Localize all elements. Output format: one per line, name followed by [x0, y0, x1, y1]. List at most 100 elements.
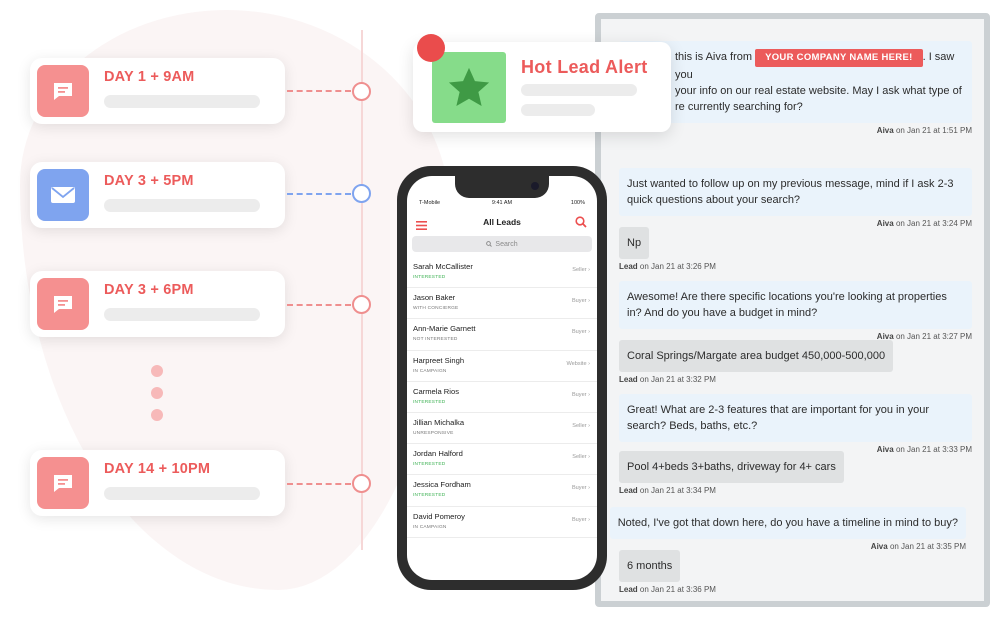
message-meta: Aiva on Jan 21 at 3:24 PM	[876, 219, 972, 228]
chat-message: Noted, I've got that down here, do you h…	[609, 507, 966, 551]
chevron-right-icon: ›	[588, 360, 590, 367]
list-item[interactable]: Jason Baker WITH CONCIERGE Buyer ›	[407, 288, 597, 320]
search-placeholder: Search	[495, 240, 518, 248]
list-item[interactable]: Sarah McCallister INTERESTED Seller ›	[407, 257, 597, 289]
message-meta: Aiva on Jan 21 at 3:27 PM	[876, 332, 972, 341]
company-name-badge: YOUR COMPANY NAME HERE!	[755, 49, 923, 67]
chat-message: this is Aiva from YOUR COMPANY NAME HERE…	[619, 41, 972, 135]
carrier: T-Mobile	[419, 200, 441, 206]
lead-type: Seller ›	[572, 422, 590, 429]
lead-status: INTERESTED	[413, 462, 446, 468]
lead-name: Harpreet Singh	[413, 355, 465, 365]
lead-type: Buyer ›	[571, 516, 590, 523]
chevron-right-icon: ›	[588, 422, 590, 429]
star-icon	[432, 52, 506, 123]
lead-status: UNRESPONSIVE	[413, 430, 454, 436]
list-item[interactable]: Harpreet Singh IN CAMPAIGN Website ›	[407, 351, 597, 382]
chat-message: 6 months Lead on Jan 21 at 3:36 PM	[619, 550, 716, 594]
list-item[interactable]: Jillian Michalka UNRESPONSIVE Seller ›	[407, 413, 597, 445]
list-item[interactable]: Carmela Rios INTERESTED Buyer ›	[407, 382, 597, 413]
nav-bar: All Leads	[407, 212, 597, 232]
phone-mockup: T-Mobile 9:41 AM 100% All Leads Search S…	[397, 166, 607, 590]
lead-bubble: Np	[619, 227, 650, 259]
timeline-node	[352, 184, 371, 203]
message-meta: Aiva on Jan 21 at 1:51 PM	[876, 126, 972, 135]
timeline-step-2: DAY 3 + 5PM	[30, 162, 285, 228]
lead-type: Buyer ›	[571, 298, 590, 305]
list-item[interactable]: Ann-Marie Garnett NOT INTERESTED Buyer ›	[407, 319, 597, 351]
chevron-right-icon: ›	[588, 267, 590, 273]
placeholder-bar	[104, 487, 260, 500]
lead-bubble: 6 months	[619, 550, 681, 582]
chat-icon	[37, 65, 89, 117]
step-title: DAY 14 + 10PM	[104, 461, 211, 477]
message-meta: Aiva on Jan 21 at 3:35 PM	[870, 542, 966, 551]
aiva-bubble: Just wanted to follow up on my previous …	[619, 168, 972, 216]
search-icon[interactable]	[575, 215, 587, 233]
lead-status: INTERESTED	[413, 399, 446, 405]
placeholder-bar	[521, 84, 637, 96]
lead-status: INTERESTED	[413, 493, 446, 499]
battery: 100%	[570, 200, 585, 206]
phone-notch	[455, 176, 549, 198]
chat-message: Great! What are 2-3 features that are im…	[619, 394, 972, 454]
message-meta: Aiva on Jan 21 at 3:33 PM	[876, 445, 972, 454]
lead-type: Website ›	[566, 360, 590, 367]
list-item[interactable]: Jessica Fordham INTERESTED Buyer ›	[407, 475, 597, 507]
hot-lead-title: Hot Lead Alert	[521, 57, 648, 77]
lead-name: Ann-Marie Garnett	[413, 324, 476, 334]
chevron-right-icon: ›	[588, 516, 590, 523]
lead-status: NOT INTERESTED	[413, 337, 458, 343]
message-meta: Lead on Jan 21 at 3:26 PM	[619, 262, 716, 271]
lead-name: Jessica Fordham	[413, 480, 471, 490]
ellipsis-dot	[151, 365, 163, 377]
list-item[interactable]: David Pomeroy IN CAMPAIGN Buyer ›	[407, 507, 597, 538]
menu-icon[interactable]	[416, 217, 427, 235]
timeline-step-3: DAY 3 + 6PM	[30, 271, 285, 337]
ellipsis-dot	[151, 409, 163, 421]
aiva-bubble: Noted, I've got that down here, do you h…	[609, 507, 966, 539]
step-title: DAY 3 + 6PM	[104, 282, 194, 298]
chevron-right-icon: ›	[588, 454, 590, 461]
lead-name: Sarah McCallister	[413, 262, 473, 271]
list-item[interactable]: Jordan Halford INTERESTED Seller ›	[407, 444, 597, 476]
chevron-right-icon: ›	[588, 329, 590, 336]
message-meta: Lead on Jan 21 at 3:36 PM	[619, 585, 716, 594]
search-icon	[486, 241, 493, 247]
clock: 9:41 AM	[491, 200, 513, 206]
chat-panel: this is Aiva from YOUR COMPANY NAME HERE…	[595, 13, 990, 607]
timeline-line	[361, 30, 363, 550]
lead-name: Carmela Rios	[413, 386, 459, 396]
lead-status: IN CAMPAIGN	[413, 524, 447, 530]
lead-name: David Pomeroy	[413, 511, 465, 521]
lead-bubble: Coral Springs/Margate area budget 450,00…	[619, 340, 894, 372]
search-input[interactable]: Search	[412, 236, 592, 252]
timeline-step-4: DAY 14 + 10PM	[30, 450, 285, 516]
chevron-right-icon: ›	[588, 391, 590, 398]
placeholder-bar	[104, 308, 260, 321]
connector	[287, 90, 351, 92]
timeline-node	[352, 474, 371, 493]
lead-status: IN CAMPAIGN	[413, 368, 447, 374]
screen-title: All Leads	[483, 217, 521, 227]
lead-status: INTERESTED	[413, 275, 446, 280]
step-title: DAY 3 + 5PM	[104, 173, 194, 189]
hot-lead-alert-card[interactable]: Hot Lead Alert	[413, 34, 671, 132]
message-meta: Lead on Jan 21 at 3:34 PM	[619, 486, 716, 495]
message-meta: Lead on Jan 21 at 3:32 PM	[619, 375, 716, 384]
aiva-bubble: Awesome! Are there specific locations yo…	[619, 281, 972, 329]
chat-message: Just wanted to follow up on my previous …	[619, 168, 972, 228]
lead-type: Seller ›	[572, 267, 590, 273]
chat-message: Coral Springs/Margate area budget 450,00…	[619, 340, 894, 384]
lead-type: Buyer ›	[571, 329, 590, 336]
aiva-bubble: this is Aiva from YOUR COMPANY NAME HERE…	[619, 41, 972, 123]
lead-type: Seller ›	[572, 454, 590, 461]
placeholder-bar	[521, 104, 595, 116]
timeline-step-1: DAY 1 + 9AM	[30, 58, 285, 124]
chat-icon	[37, 457, 89, 509]
chat-message: Np Lead on Jan 21 at 3:26 PM	[619, 227, 716, 271]
chat-icon	[37, 278, 89, 330]
chat-message: Awesome! Are there specific locations yo…	[619, 281, 972, 341]
placeholder-bar	[104, 95, 260, 108]
lead-bubble: Pool 4+beds 3+baths, driveway for 4+ car…	[619, 451, 844, 483]
